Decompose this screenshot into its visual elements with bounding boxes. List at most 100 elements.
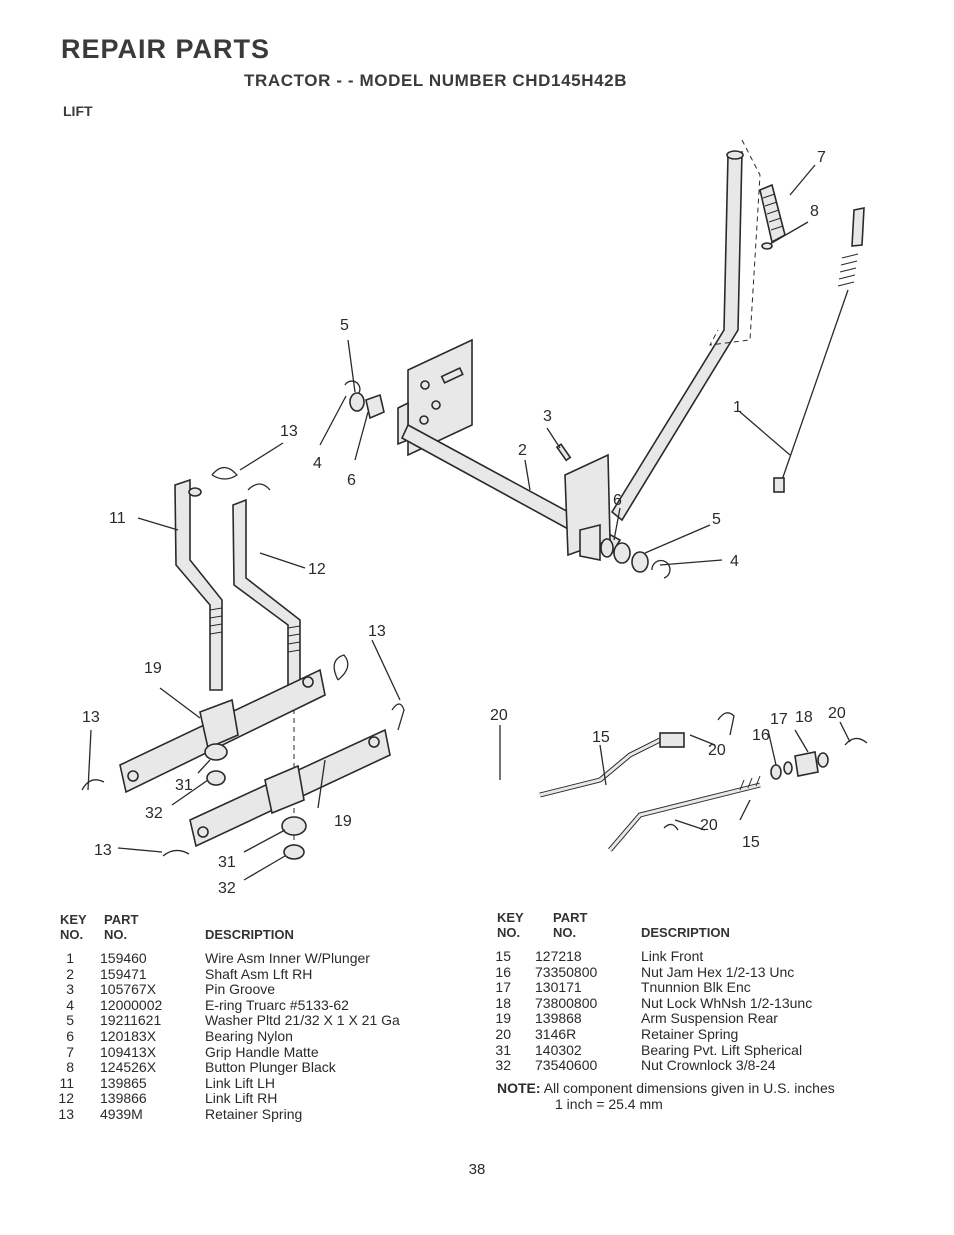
shaft-left-hardware	[344, 380, 385, 420]
callout-32: 32	[145, 805, 163, 822]
key-no: 20	[495, 1025, 511, 1042]
description-header: DESCRIPTION	[641, 925, 730, 940]
table-row: 4 12000002 E-ring Truarc #5133-62	[40, 996, 480, 1014]
key-no: 12	[58, 1090, 74, 1107]
note-conversion: 1 inch = 25.4 mm	[555, 1096, 663, 1112]
link-front-lower	[608, 775, 761, 852]
key-no: 19	[495, 1010, 511, 1027]
key-no: 11	[59, 1074, 74, 1091]
callout-31: 31	[175, 777, 193, 794]
part-description: Shaft Asm Lft RH	[205, 965, 313, 982]
part-no: 120183X	[100, 1027, 157, 1044]
callout-19b: 19	[334, 813, 352, 830]
key-no: 16	[495, 963, 511, 980]
part-no: 73350800	[535, 963, 598, 980]
callout-5: 5	[340, 317, 349, 334]
callout-17: 17	[770, 711, 788, 728]
lift-lever-handle	[610, 139, 761, 522]
part-no: 12000002	[100, 996, 163, 1013]
table-row: 12 139866 Link Lift RH	[40, 1091, 480, 1107]
callout-labels: 7 8 5 1 13 4 6 3 2 11 12 6 5 4 13 19 13 …	[82, 149, 846, 897]
key-no: 18	[495, 994, 511, 1011]
part-description: Bearing Pvt. Lift Spherical	[641, 1041, 803, 1058]
callout-19: 19	[144, 660, 162, 677]
part-description: Retainer Spring	[205, 1105, 303, 1122]
description-header: DESCRIPTION	[205, 927, 294, 942]
part-description: Retainer Spring	[641, 1025, 739, 1042]
part-no: 4939M	[100, 1105, 143, 1122]
callout-2: 2	[518, 442, 527, 459]
part-description: Nut Lock WhNsh 1/2-13unc	[641, 994, 813, 1011]
page-title: REPAIR PARTS	[61, 34, 271, 64]
callout-4: 4	[313, 455, 322, 472]
lift-shaft	[400, 423, 622, 561]
part-no: 139868	[535, 1010, 582, 1027]
part-description: Link Lift RH	[205, 1090, 278, 1107]
key-no: 15	[495, 948, 511, 964]
part-description: Tnunnion Blk Enc	[641, 979, 751, 996]
table-row: 13 4939M Retainer Spring	[40, 1105, 480, 1123]
part-no: 19211621	[100, 1012, 162, 1029]
note-text: All component dimensions given in U.S. i…	[543, 1080, 835, 1096]
key-no: 17	[495, 979, 511, 996]
key-header: KEY NO.	[497, 910, 524, 940]
link-lift-lh	[174, 478, 223, 691]
key-header: KEY NO.	[60, 912, 87, 942]
key-no: 32	[495, 1057, 511, 1074]
callout-8: 8	[810, 203, 819, 220]
key-no: 3	[66, 981, 74, 998]
callout-6b: 6	[613, 492, 622, 509]
table-row: 17 130171 Tnunnion Blk Enc	[475, 980, 915, 996]
dimension-note: NOTE: All component dimensions given in …	[497, 1080, 835, 1112]
link-front-upper	[539, 732, 685, 798]
part-no: 140302	[535, 1041, 582, 1058]
key-no: 13	[58, 1105, 74, 1122]
part-no: 105767X	[100, 981, 157, 998]
lift-exploded-diagram: 7 8 5 1 13 4 6 3 2 11 12 6 5 4 13 19 13 …	[81, 139, 868, 897]
part-description: E-ring Truarc #5133-62	[205, 996, 349, 1013]
part-no: 139866	[100, 1090, 147, 1107]
part-no: 130171	[535, 979, 582, 996]
callout-20: 20	[490, 707, 508, 724]
page-number: 38	[468, 1161, 486, 1178]
grip-handle	[759, 183, 786, 250]
part-description: Button Plunger Black	[205, 1059, 336, 1076]
callout-5b: 5	[712, 511, 721, 528]
callout-20c: 20	[708, 742, 726, 759]
callout-6: 6	[347, 472, 356, 489]
leader-lines	[87, 164, 851, 881]
part-description: Nut Jam Hex 1/2-13 Unc	[641, 963, 795, 980]
callout-31b: 31	[218, 854, 236, 871]
suspension-arm-upper	[119, 668, 326, 794]
part-description: Nut Crownlock 3/8-24	[641, 1057, 776, 1074]
callout-11: 11	[109, 510, 126, 527]
key-no: 4	[66, 996, 74, 1013]
key-no: 6	[66, 1027, 74, 1044]
table-row: 16 73350800 Nut Jam Hex 1/2-13 Unc	[475, 963, 915, 981]
callout-13b: 13	[368, 623, 386, 640]
key-no: 2	[66, 965, 74, 982]
callout-12: 12	[308, 561, 326, 578]
part-no: 139865	[100, 1074, 147, 1091]
retainer-springs	[81, 466, 405, 857]
part-description: Wire Asm Inner W/Plunger	[205, 950, 370, 966]
callout-1: 1	[733, 399, 742, 416]
key-no: 31	[495, 1041, 511, 1058]
table-header-left: KEY NO. PART NO. DESCRIPTION	[40, 912, 480, 944]
